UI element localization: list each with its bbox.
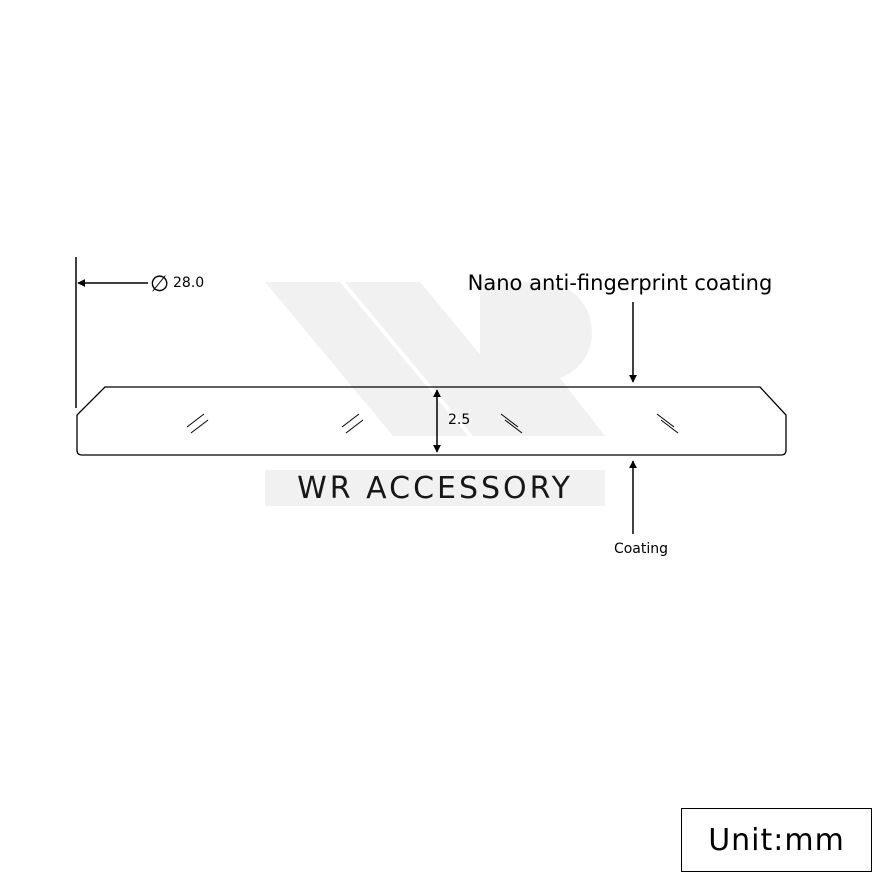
diameter-value: 28.0	[173, 275, 204, 291]
diameter-symbol: ∅	[150, 272, 169, 297]
unit-label: Unit:mm	[681, 808, 872, 872]
bottom-coating-label: Coating	[614, 541, 668, 557]
glass-hatch-marks	[186, 413, 679, 434]
thickness-value: 2.5	[448, 412, 470, 428]
watermark-logo	[265, 282, 605, 506]
watermark-text: WR ACCESSORY	[297, 471, 573, 506]
top-coating-label: Nano anti-fingerprint coating	[468, 271, 773, 295]
lens-profile	[76, 386, 787, 456]
